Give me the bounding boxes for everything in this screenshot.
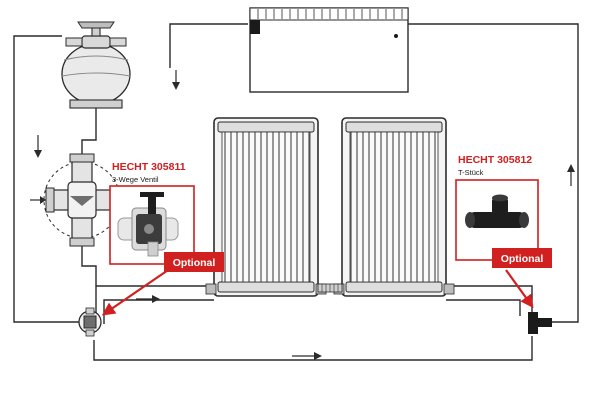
optional-badge-t-piece-label: Optional: [501, 253, 544, 265]
pipe-valve-down: [81, 240, 97, 286]
callout-three-way-valve-name: 3-Wege Ventil: [112, 175, 159, 184]
t-piece-photo-icon: [465, 194, 529, 228]
three-way-valve-icon: [30, 153, 121, 247]
pool-outlet-icon: [394, 34, 398, 38]
flow-arrow-right-icon: [292, 352, 322, 360]
optional-badge-valve: Optional: [164, 252, 224, 272]
flow-arrow-down-icon: [172, 70, 180, 90]
collector-connector-icon: [317, 283, 343, 293]
pipe-filter-down: [81, 102, 97, 160]
sand-filter-icon: [61, 21, 131, 109]
pool-icon: [249, 7, 409, 93]
valve-handle-icon: [77, 21, 115, 29]
callout-t-piece-code: HECHT 305812: [458, 154, 532, 166]
callout-arrow-valve-icon: [101, 265, 175, 316]
pipe-collector-lower: [103, 299, 214, 324]
pipe-pool-right: [408, 23, 579, 323]
pool-inlet-icon: [250, 20, 260, 34]
callout-three-way-valve-code: HECHT 305811: [112, 161, 186, 173]
pipe-return: [93, 336, 533, 361]
flow-arrow-down-icon: [34, 135, 42, 158]
pipe-pool-left-top: [169, 23, 248, 68]
solar-collector-left: [205, 117, 327, 297]
pipe-collector-feed: [95, 285, 214, 318]
pipe-filter-left: [13, 35, 86, 323]
callout-three-way-valve: HECHT 305811 3-Wege Ventil Optional: [101, 161, 224, 316]
solar-collector-right: [333, 117, 455, 297]
pipe-collector-right-lower: [446, 299, 521, 316]
optional-badge-valve-label: Optional: [173, 257, 216, 269]
flow-arrow-right-icon: [136, 295, 160, 303]
flow-arrows: [34, 70, 575, 360]
flow-arrow-up-icon: [567, 164, 575, 186]
callout-arrow-t-piece-icon: [505, 269, 534, 309]
pipe-network: [13, 23, 579, 361]
three-way-valve-photo-icon: [117, 192, 179, 257]
callout-t-piece: HECHT 305812 T-Stück Optional: [455, 154, 552, 309]
t-piece-junction-icon: [528, 312, 552, 334]
optional-badge-t-piece: Optional: [492, 248, 552, 268]
callout-t-piece-name: T-Stück: [458, 168, 484, 177]
valve-junction-icon: [78, 307, 102, 337]
